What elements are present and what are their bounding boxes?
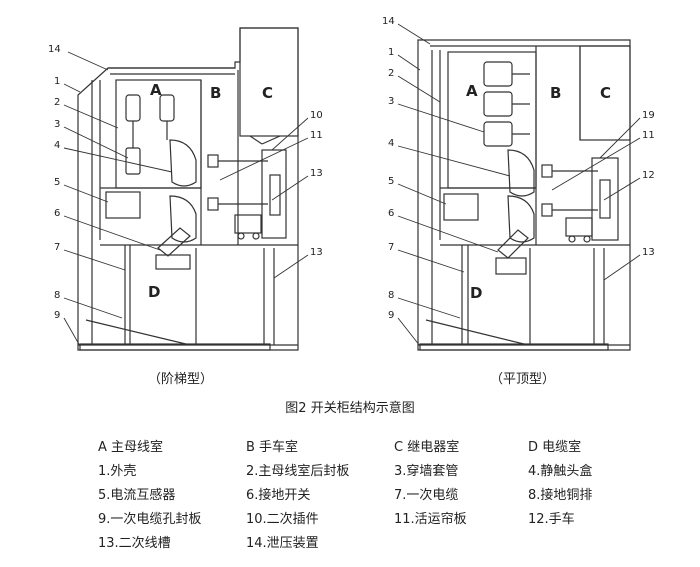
- static-contact-box: [507, 149, 535, 197]
- legend-item: 9.一次电缆孔封板: [98, 512, 202, 527]
- left-callout: 14: [48, 44, 61, 55]
- left-callout: 13: [310, 168, 323, 179]
- figure-title: 图2 开关柜结构示意图: [285, 401, 415, 416]
- legend-item: 5.电流互感器: [98, 488, 176, 503]
- legend-item: B 手车室: [246, 440, 299, 455]
- right-label-c: C: [600, 84, 611, 102]
- legend-item: 7.一次电缆: [394, 488, 459, 503]
- legend-row: 9.一次电缆孔封板 10.二次插件 11.活运帘板 12.手车: [98, 508, 678, 532]
- busbar-bushing: [125, 94, 141, 122]
- left-callout: 2: [54, 97, 60, 108]
- primary-contact: [207, 197, 219, 211]
- legend-item: 6.接地开关: [246, 488, 311, 503]
- left-callout: 11: [310, 130, 323, 141]
- legend-item: 3.穿墙套管: [394, 464, 459, 479]
- legend-row: 13.二次线槽 14.泄压装置: [98, 532, 678, 556]
- left-callout: 5: [54, 177, 60, 188]
- legend-item: 1.外壳: [98, 464, 137, 479]
- earthing-switch-mechanism: [495, 257, 527, 275]
- legend-row: 1.外壳 2.主母线室后封板 3.穿墙套管 4.静触头盒: [98, 460, 678, 484]
- stepped-cabinet-drawing: [77, 27, 299, 351]
- earthing-switch: [497, 229, 529, 259]
- right-callout: 13: [642, 247, 655, 258]
- left-label-b: B: [210, 84, 221, 102]
- flat-top-cabinet-drawing: [417, 39, 631, 351]
- right-label-a: A: [466, 82, 478, 100]
- legend-row: A 主母线室 B 手车室 C 继电器室 D 电缆室: [98, 436, 678, 460]
- right-callout: 14: [382, 16, 395, 27]
- right-caption: （平顶型）: [490, 372, 556, 387]
- left-callout: 3: [54, 119, 60, 130]
- cable-hole-sealing-plate: [419, 343, 609, 351]
- left-callout: 7: [54, 242, 60, 253]
- static-contact-box: [169, 139, 197, 187]
- left-callout: 6: [54, 208, 60, 219]
- left-caption: （阶梯型）: [148, 372, 214, 387]
- legend-item: A 主母线室: [98, 440, 164, 455]
- earthing-busbar: [425, 319, 529, 346]
- earthing-switch: [157, 227, 191, 257]
- primary-contact: [541, 203, 553, 217]
- truck-chassis: [234, 214, 262, 234]
- legend-item: 12.手车: [528, 512, 575, 527]
- relay-compartment-c: [239, 27, 299, 137]
- wall-bushing: [125, 147, 141, 175]
- earthing-switch-mechanism: [155, 254, 191, 270]
- right-callout: 19: [642, 110, 655, 121]
- right-callout: 2: [388, 68, 394, 79]
- right-callout: 9: [388, 310, 394, 321]
- left-callout: 4: [54, 140, 60, 151]
- current-transformer: [105, 191, 141, 219]
- right-callout: 3: [388, 96, 394, 107]
- legend: A 主母线室 B 手车室 C 继电器室 D 电缆室 1.外壳 2.主母线室后封板…: [98, 436, 678, 556]
- legend-item: 11.活运帘板: [394, 512, 467, 527]
- legend-item: D 电缆室: [528, 440, 582, 455]
- right-label-d: D: [470, 284, 482, 302]
- left-callout: 13: [310, 247, 323, 258]
- static-contact-box: [169, 195, 197, 243]
- left-callout: 1: [54, 76, 60, 87]
- legend-item: 13.二次线槽: [98, 536, 171, 551]
- primary-contact: [541, 164, 553, 178]
- busbar-bushing: [483, 61, 513, 87]
- busbar-bushing: [483, 121, 513, 147]
- right-callout: 6: [388, 208, 394, 219]
- legend-item: 2.主母线室后封板: [246, 464, 350, 479]
- legend-item: 4.静触头盒: [528, 464, 593, 479]
- left-label-a: A: [150, 81, 162, 99]
- circuit-breaker-truck: [591, 157, 619, 241]
- relay-compartment-c: [579, 45, 631, 141]
- primary-contact: [207, 154, 219, 168]
- left-callout: 8: [54, 290, 60, 301]
- right-callout: 7: [388, 242, 394, 253]
- left-callout: 9: [54, 310, 60, 321]
- busbar-bushing: [159, 94, 175, 122]
- circuit-breaker-truck: [261, 149, 287, 239]
- legend-item: 14.泄压装置: [246, 536, 319, 551]
- current-transformer: [443, 193, 479, 221]
- right-callout: 8: [388, 290, 394, 301]
- cabinet-shell: [77, 27, 299, 351]
- legend-item: 8.接地铜排: [528, 488, 593, 503]
- cable-hole-sealing-plate: [79, 343, 271, 351]
- right-callout: 12: [642, 170, 655, 181]
- right-callout: 11: [642, 130, 655, 141]
- right-callout: 5: [388, 176, 394, 187]
- right-callout: 4: [388, 138, 394, 149]
- right-callout: 1: [388, 47, 394, 58]
- cabinet-shell: [417, 39, 631, 351]
- truck-chassis: [565, 217, 593, 237]
- earthing-busbar: [85, 319, 191, 346]
- right-label-b: B: [550, 84, 561, 102]
- left-callout: 10: [310, 110, 323, 121]
- static-contact-box: [507, 195, 535, 243]
- busbar-bushing: [483, 91, 513, 117]
- left-label-c: C: [262, 84, 273, 102]
- left-label-d: D: [148, 283, 160, 301]
- busbar-compartment-a: [447, 51, 537, 189]
- legend-item: 10.二次插件: [246, 512, 319, 527]
- legend-item: C 继电器室: [394, 440, 460, 455]
- legend-row: 5.电流互感器 6.接地开关 7.一次电缆 8.接地铜排: [98, 484, 678, 508]
